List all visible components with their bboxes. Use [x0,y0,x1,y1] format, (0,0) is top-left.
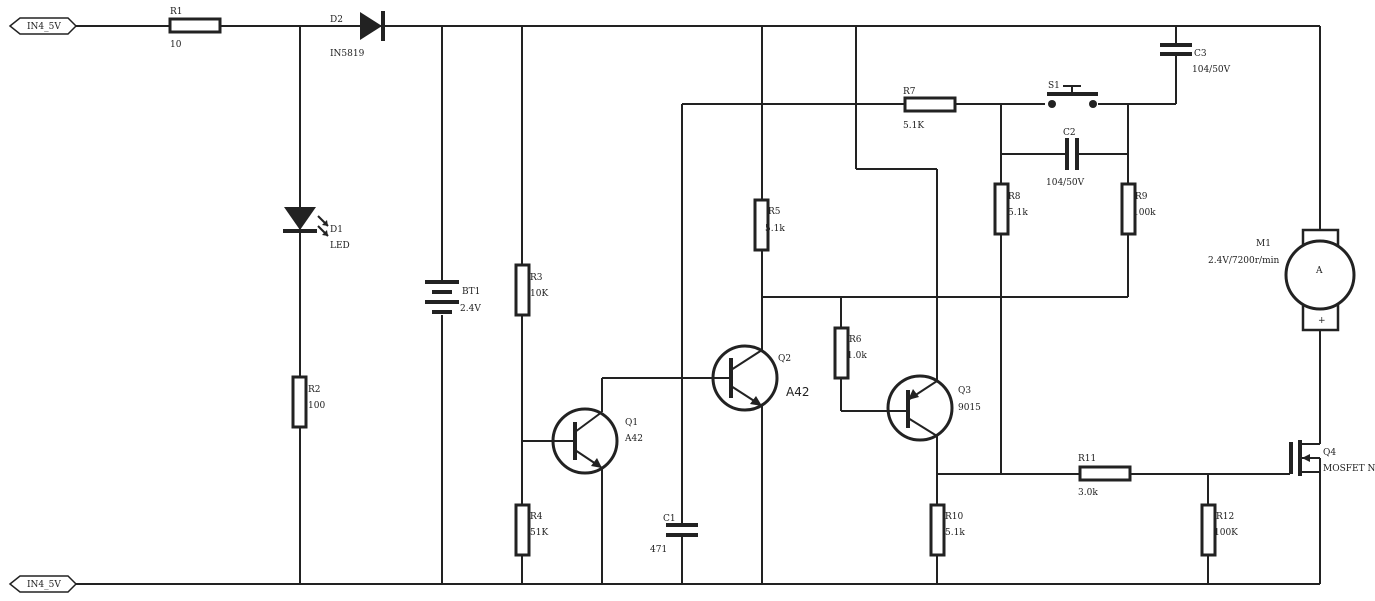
r7-ref: R7 [903,87,916,97]
bt1-ref: BT1 [462,287,480,297]
q4-ref: Q4 [1323,448,1336,458]
resistor-r9: R9 100k [1120,182,1156,236]
port-top-label: IN4_5V [27,22,61,32]
q2-ref: Q2 [778,354,791,364]
resistor-r2: R2 100 [291,375,325,429]
resistor-r6: R6 1.0k [833,297,908,412]
q1-ref: Q1 [625,418,638,428]
r2-ref: R2 [308,385,321,395]
top-rail [75,25,1321,230]
resistor-r8: R8 5.1k [993,182,1028,236]
d1-value: LED [330,241,350,251]
bottom-rail [75,474,1321,585]
r5-value: 5.1k [765,224,785,234]
r12-ref: R12 [1216,512,1234,522]
m1-ref: M1 [1256,239,1271,249]
mosfet-q4: Q4 MOSFET N [1289,440,1375,476]
r9-ref: R9 [1135,192,1148,202]
switch-s1: S1 [1047,81,1176,108]
r2-value: 100 [308,401,325,411]
port-bottom: IN4_5V [8,575,78,593]
resistor-r10: R10 5.1k [929,503,965,557]
q1-value: A42 [624,434,643,444]
motor-m1: A - + M1 2.4V/7200r/min [1208,228,1356,440]
resistor-r1: R1 10 [168,7,222,50]
resistor-r5: R5 5.1k [753,198,785,252]
led-d1: D1 LED [283,207,350,251]
resistor-r4: R4 51K [514,503,548,557]
battery-bt1: BT1 2.4V [425,26,481,584]
resistor-r11: R11 3.0k [1078,454,1132,498]
transistor-q3: Q3 9015 [886,374,981,442]
m1-symbol: A [1315,266,1323,276]
port-top: IN4_5V [8,17,78,35]
q3-value: 9015 [958,403,981,413]
d2-ref: D2 [330,15,343,25]
r3-value: 10K [530,289,548,299]
r8-ref: R8 [1008,192,1021,202]
m1-plus: + [1318,316,1326,326]
c2-value: 104/50V [1046,178,1085,188]
led-branch: D1 LED R2 100 [283,26,350,584]
capacitor-c2: C2 104/50V [1046,128,1085,188]
d2-value: IN5819 [330,49,365,59]
r10-value: 5.1k [945,528,965,538]
q2-value: A42 [786,385,809,399]
q3-ref: Q3 [958,386,971,396]
r9-value: 100k [1133,208,1156,218]
transistor-q1: Q1 A42 [522,378,643,584]
r8-value: 5.1k [1008,208,1028,218]
transistor-q2: Q2 A42 [711,344,809,412]
diode-d2: D2 IN5819 [330,11,385,59]
s1-ref: S1 [1048,81,1060,91]
q3-collector-wire [855,26,938,381]
bt1-value: 2.4V [460,304,481,314]
resistor-r3: R3 10K [514,263,548,317]
c3-value: 104/50V [1192,65,1231,75]
r3-ref: R3 [530,273,543,283]
capacitor-c3: C3 104/50V [1160,26,1231,104]
m1-minus: - [1318,236,1321,246]
r1-value: 10 [170,40,182,50]
r7-value: 5.1K [903,121,924,131]
c1-ref: C1 [663,514,676,524]
resistor-r7: R7 5.1K [903,87,1045,131]
resistor-r12: R12 100K [1200,474,1238,584]
r6-value: 1.0k [847,351,867,361]
capacitor-c1: C1 471 [650,104,698,584]
r5-branch: R5 5.1k [753,26,785,584]
c2-ref: C2 [1063,128,1076,138]
r4-value: 51K [530,528,548,538]
r5-ref: R5 [768,207,781,217]
r1-ref: R1 [170,7,183,17]
c3-ref: C3 [1194,49,1207,59]
r6-ref: R6 [849,335,862,345]
r11-ref: R11 [1078,454,1096,464]
r11-value: 3.0k [1078,488,1098,498]
d1-ref: D1 [330,225,343,235]
m1-value: 2.4V/7200r/min [1208,256,1279,266]
r3-r4-branch: R3 10K R4 51K [514,26,548,584]
r10-branch: R10 5.1k [929,436,965,584]
c1-value: 471 [650,545,667,555]
r10-ref: R10 [945,512,964,522]
r8-r9-network: C2 104/50V R8 5.1k R9 100k [993,104,1156,474]
r12-value: 100K [1214,528,1238,538]
q4-value: MOSFET N [1323,464,1375,474]
r4-ref: R4 [530,512,543,522]
port-bottom-label: IN4_5V [27,580,61,590]
